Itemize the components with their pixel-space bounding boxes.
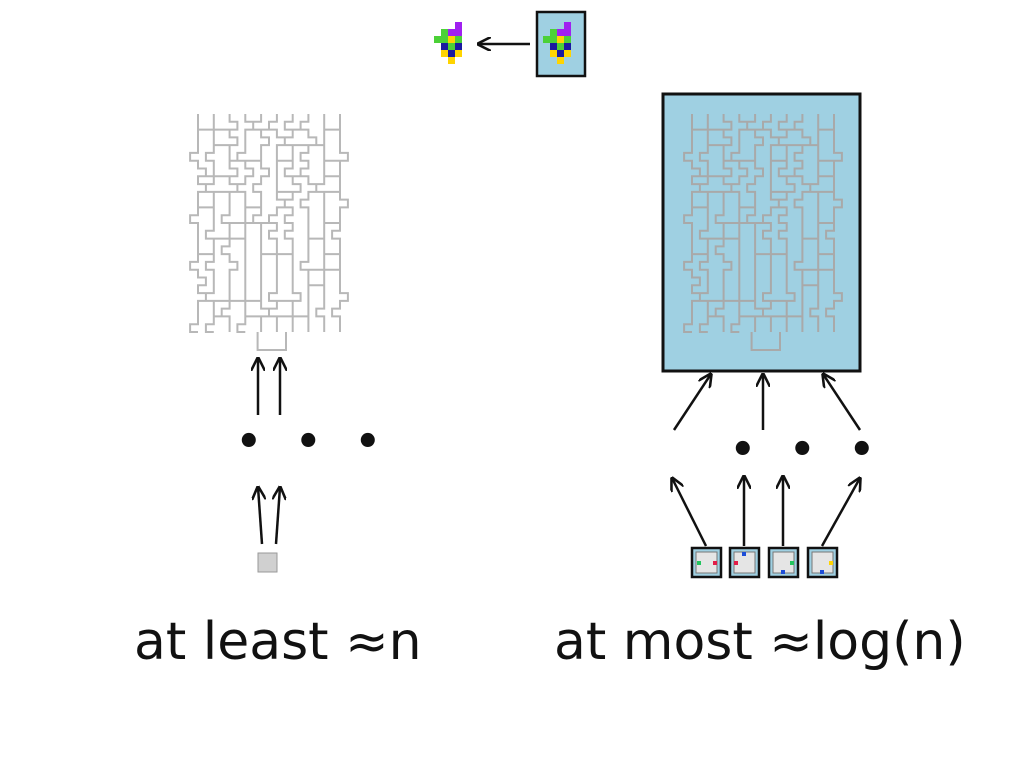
right-arrows-lower [672, 476, 860, 547]
glue-dot [790, 561, 794, 565]
pixel-cell [434, 36, 441, 43]
pixel-cell [557, 36, 564, 43]
pixel-cell [550, 36, 557, 43]
left-arrows-upper [258, 358, 280, 415]
pixel-cell [564, 29, 571, 36]
arrow-up [672, 374, 711, 431]
pixel-cell [441, 43, 448, 50]
left-arrows-lower [258, 487, 280, 545]
glue-tile [767, 546, 800, 579]
small-tiles [690, 546, 839, 579]
pixel-cell [455, 43, 462, 50]
arrow-up [823, 374, 862, 431]
maze-icon [683, 114, 843, 351]
pixel-cell [550, 29, 557, 36]
glue-dot [734, 561, 738, 565]
pixel-heart-icon [543, 22, 571, 64]
pixel-cell [448, 50, 455, 57]
ellipsis-left: • • • [236, 419, 391, 465]
glue-dot [829, 561, 833, 565]
pixel-cell [455, 50, 462, 57]
arrow-up [672, 478, 708, 547]
tile-box [535, 10, 587, 78]
pixel-cell [564, 22, 571, 29]
pixel-cell [448, 57, 455, 64]
glue-dot [781, 570, 785, 574]
pixel-cell [448, 43, 455, 50]
pixel-cell [564, 43, 571, 50]
big-tile [661, 92, 862, 373]
maze-path [683, 114, 843, 351]
maze-path [189, 114, 349, 351]
pixel-cell [557, 29, 564, 36]
pixel-cell [448, 29, 455, 36]
glue-dot [697, 561, 701, 565]
pixel-cell [455, 22, 462, 29]
seed-tile-icon [257, 552, 278, 573]
caption-left: at least ≈n [134, 612, 422, 672]
glue-tile [690, 546, 723, 579]
pixel-cell [550, 43, 557, 50]
glue-dot [742, 552, 746, 556]
pixel-cell [543, 36, 550, 43]
right-arrows-upper [672, 374, 862, 431]
pixel-cell [455, 36, 462, 43]
arrow-up [276, 487, 280, 545]
pixel-cell [441, 50, 448, 57]
glue-tile [728, 546, 761, 579]
pixel-cell [448, 36, 455, 43]
pixel-cell [455, 29, 462, 36]
caption-right: at most ≈log(n) [554, 612, 966, 672]
glue-dot [713, 561, 717, 565]
ellipsis-right: • • • [730, 427, 885, 473]
pixel-cell [564, 50, 571, 57]
arrow-up [820, 478, 860, 547]
pixel-cell [564, 36, 571, 43]
maze-icon [189, 114, 349, 351]
pixel-cell [557, 50, 564, 57]
pixel-cell [557, 57, 564, 64]
pixel-cell [550, 50, 557, 57]
arrow-up [258, 487, 262, 545]
pixel-cell [557, 43, 564, 50]
pixel-cell [441, 36, 448, 43]
pixel-cell [441, 29, 448, 36]
top-tile [535, 10, 587, 78]
glue-tile [806, 546, 839, 579]
top-pixel-shape [434, 22, 462, 64]
glue-dot [820, 570, 824, 574]
